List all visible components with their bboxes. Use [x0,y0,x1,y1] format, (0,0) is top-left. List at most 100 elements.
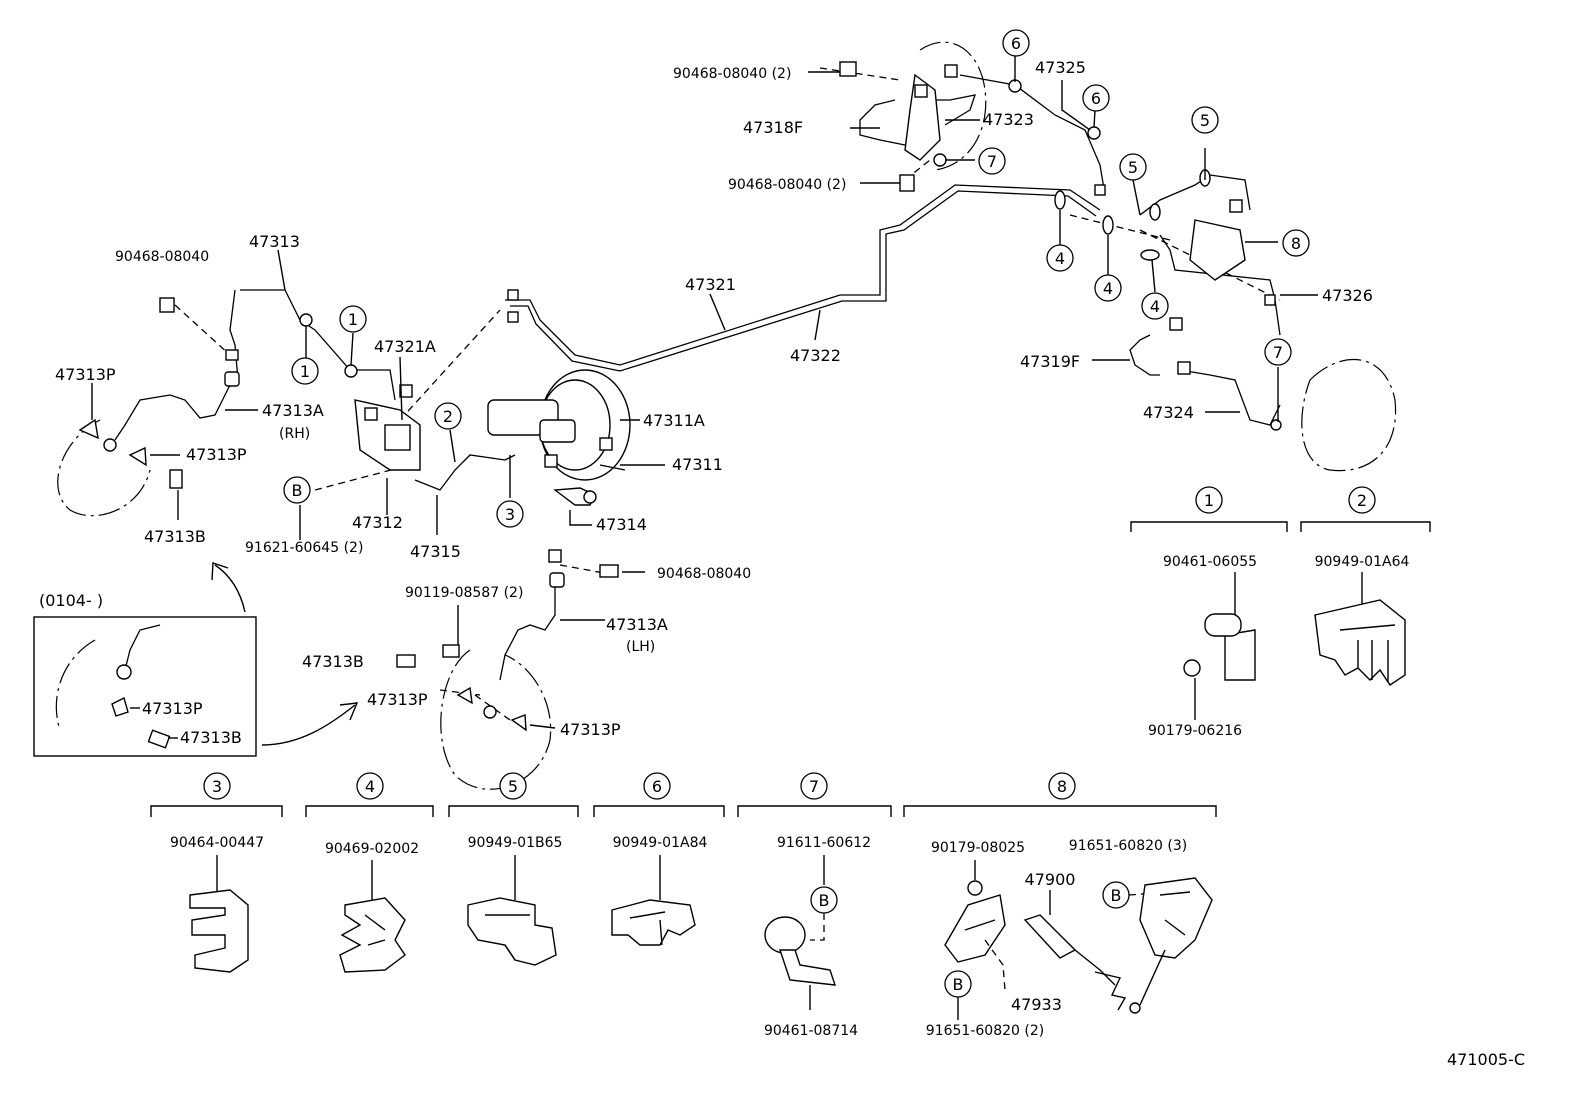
label-47323: 47323 [983,110,1034,129]
label-47311: 47311 [672,455,723,474]
master-cylinder-47311 [487,369,631,481]
legend-group-5: 5 90949-01B65 [448,772,579,966]
label-47313B-inset: 47313B [180,728,242,747]
svg-text:90461-08714: 90461-08714 [764,1023,858,1039]
svg-text:B: B [953,975,964,994]
rear-bracket [1189,219,1246,281]
label-47313P-d: 47313P [560,720,621,739]
inset-parts [111,664,178,749]
svg-text:91611-60612: 91611-60612 [777,835,871,851]
label-90119-08587: 90119-08587 (2) [405,585,523,601]
inset-disc [55,639,96,731]
label-90468-08040-left: 90468-08040 [115,249,209,265]
rear-rh-brake-disc [919,41,987,171]
hose-47319F [1129,334,1160,376]
label-lh: (LH) [626,639,655,655]
caliper-pieces [78,418,527,732]
inset-hose [124,624,161,671]
svg-text:90949-01B65: 90949-01B65 [468,835,563,851]
pipe-47325 [959,74,1106,196]
hose-47318F [859,99,906,146]
pipe-47315 [414,454,516,491]
legend-group-4: 4 90469-02002 [305,772,434,973]
svg-text:6: 6 [652,777,662,796]
svg-text:7: 7 [809,777,819,796]
svg-text:5: 5 [508,777,518,796]
label-90468-08040-2-top: 90468-08040 (2) [673,66,791,82]
arrow-inset-to-rh-head [211,562,229,581]
arrow-inset-to-rh [214,564,246,613]
arrow-inset-to-lh-head [339,702,359,721]
rear-rh-bracket [904,73,941,161]
label-90468-08040-mid: 90468-08040 [657,566,751,582]
pipe-clamps [299,79,1282,504]
svg-text:5: 5 [1200,111,1210,130]
svg-text:90464-00447: 90464-00447 [170,835,264,851]
legend-group-8: 8 90179-08025 91651-60820 (3) 47900 4793… [903,772,1217,1039]
legend-group-2: 2 90949-01A64 [1300,486,1431,686]
label-47313A-lh: 47313A [606,615,668,634]
label-47311A: 47311A [643,411,705,430]
hose-47313A-rh [114,384,231,441]
pipe-47323 [925,94,976,126]
label-inset-code: (0104- ) [39,591,103,610]
label-47326: 47326 [1322,286,1373,305]
svg-text:90469-02002: 90469-02002 [325,841,419,857]
leader-lines [91,55,1318,729]
svg-text:90949-01A84: 90949-01A84 [613,835,708,851]
svg-text:6: 6 [1091,89,1101,108]
pipe-47313 [240,289,396,401]
svg-text:B: B [292,481,303,500]
label-47325: 47325 [1035,58,1086,77]
svg-text:7: 7 [1273,343,1283,362]
svg-text:1: 1 [300,362,310,381]
svg-text:4: 4 [1103,279,1113,298]
dashed-leaders [174,67,1281,721]
legend-group-7: 7 91611-60612 B 90461-08714 [737,772,892,1039]
hose-47313A-lh [499,585,556,681]
pipe-47321-47322 [505,184,1101,372]
arrow-inset-to-lh [261,704,356,746]
label-47313P-inset: 47313P [142,699,203,718]
label-47322: 47322 [790,346,841,365]
front-rh-brake-disc [57,419,151,517]
label-47313P-c: 47313P [367,690,428,709]
label-47318F: 47318F [743,118,803,137]
pipe-47313-left [229,289,239,381]
svg-text:7: 7 [987,152,997,171]
label-47321: 47321 [685,275,736,294]
label-47313A-rh: 47313A [262,401,324,420]
label-47319F: 47319F [1020,352,1080,371]
callout-circles: 1 1 2 3 6 6 7 7 5 5 8 4 4 4 B [283,29,1310,528]
svg-text:B: B [819,891,830,910]
svg-text:4: 4 [1150,297,1160,316]
svg-text:4: 4 [365,777,375,796]
svg-text:3: 3 [212,777,222,796]
svg-text:2: 2 [1357,491,1367,510]
label-47312: 47312 [352,513,403,532]
label-47324: 47324 [1143,403,1194,422]
label-47313P-b: 47313P [186,445,247,464]
svg-text:8: 8 [1057,777,1067,796]
label-47315: 47315 [410,542,461,561]
pipe-47324 [1179,369,1281,426]
label-rh: (RH) [279,426,310,442]
fittings [159,61,1276,588]
inset-box [33,616,257,757]
label-47313B-a: 47313B [144,527,206,546]
svg-text:8: 8 [1291,234,1301,253]
svg-text:90949-01A64: 90949-01A64 [1315,554,1410,570]
label-47313: 47313 [249,232,300,251]
diagram-code: 471005-C [1447,1050,1525,1069]
svg-text:1: 1 [348,310,358,329]
svg-text:6: 6 [1011,34,1021,53]
legend-group-6: 6 90949-01A84 [593,772,725,946]
svg-text:91651-60820 (2): 91651-60820 (2) [926,1023,1044,1039]
label-47313B-b: 47313B [302,652,364,671]
svg-text:4: 4 [1055,249,1065,268]
rear-lh-brake-disc [1301,358,1397,472]
front-lh-brake-disc [440,649,552,790]
svg-text:B: B [1111,886,1122,905]
svg-text:90461-06055: 90461-06055 [1163,554,1257,570]
